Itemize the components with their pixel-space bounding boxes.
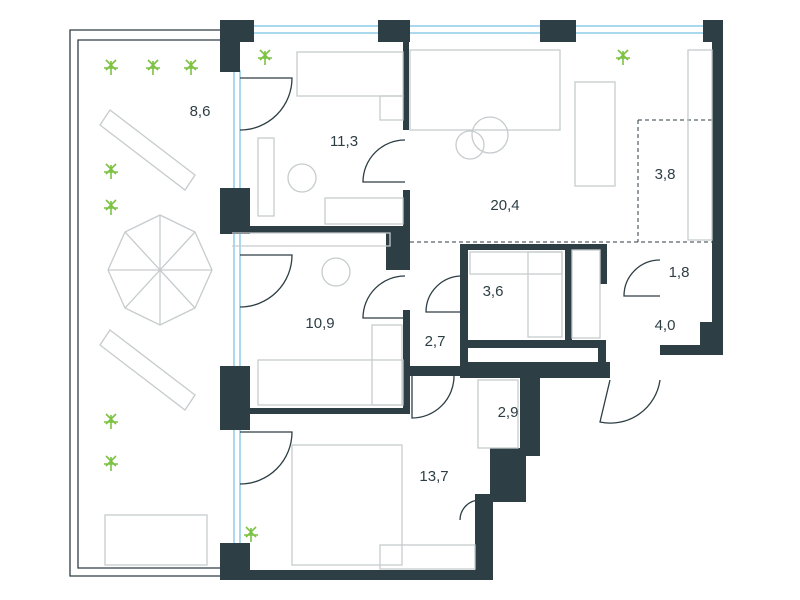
plants xyxy=(104,49,630,542)
area-label-wardrobe: 2,9 xyxy=(498,404,519,421)
area-label-terrace: 8,6 xyxy=(190,103,211,120)
area-label-bedroom-1: 11,3 xyxy=(330,133,358,150)
area-label-hall: 4,0 xyxy=(655,317,676,334)
walls xyxy=(220,20,723,580)
windows xyxy=(233,25,712,545)
furniture xyxy=(99,49,713,570)
area-label-bedroom-2: 10,9 xyxy=(305,315,334,332)
area-label-corridor: 2,7 xyxy=(425,333,446,350)
terrace-outline xyxy=(69,29,232,577)
area-label-bathroom: 3,6 xyxy=(483,283,504,300)
area-label-master-bedroom: 13,7 xyxy=(419,468,448,485)
doors xyxy=(239,77,661,521)
area-label-wc: 1,8 xyxy=(669,264,690,281)
area-label-kitchen: 3,8 xyxy=(655,166,676,183)
area-label-living-room: 20,4 xyxy=(490,197,519,214)
zone-lines xyxy=(410,119,712,243)
